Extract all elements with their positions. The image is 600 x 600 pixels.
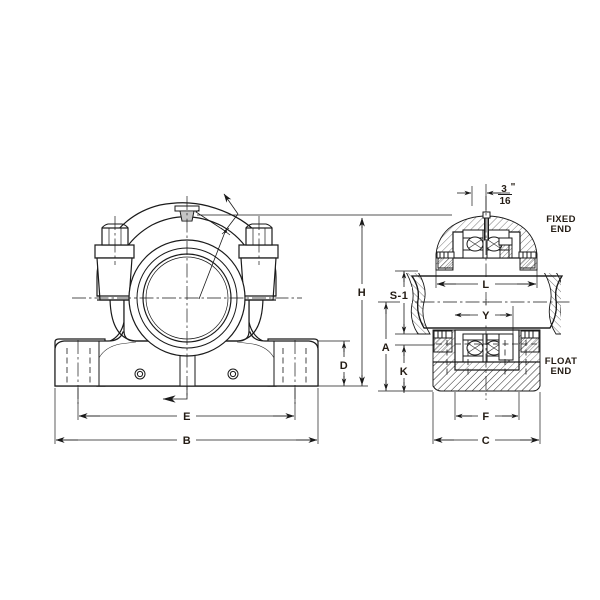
fraction-unit-mark: " <box>511 182 516 193</box>
section-float-hidden-lines <box>436 340 539 378</box>
dim-Y: Y <box>454 306 514 334</box>
dim-B: B <box>54 388 319 448</box>
dim-label-E: E <box>183 411 191 423</box>
section-top-bolt <box>482 211 491 241</box>
float-end-line2: END <box>551 366 572 377</box>
dim-label-C: C <box>482 435 490 447</box>
dim-C: C <box>432 392 541 448</box>
dim-label-A: A <box>382 342 390 354</box>
front-base-bolt-holes <box>134 368 239 380</box>
dim-E: E <box>77 388 296 424</box>
section-fixed-end <box>435 211 538 271</box>
dim-K: K <box>395 344 434 393</box>
dim-label-F: F <box>482 411 489 423</box>
bearing-fixed-right <box>518 251 537 269</box>
dim-S1: S-1 <box>386 270 424 335</box>
dim-label-K: K <box>400 366 408 378</box>
section-direction-arrow <box>162 386 188 403</box>
dim-label-B: B <box>183 435 191 447</box>
section-center-lines <box>398 196 570 400</box>
dim-label-H: H <box>358 287 366 299</box>
bearing-float-left <box>433 330 453 353</box>
roller-bearing-float <box>462 333 514 363</box>
callout-leader-arrow <box>195 193 239 300</box>
annotation-float-end: FLOAT END <box>545 356 577 377</box>
bearing-float-right <box>520 330 540 353</box>
dim-label-S1: S-1 <box>390 290 409 302</box>
fraction-numerator: 3 <box>501 184 507 195</box>
front-elevation-view <box>54 193 319 404</box>
float-end-line1: FLOAT <box>545 356 577 367</box>
dim-A: A <box>378 301 433 392</box>
fixed-end-line1: FIXED <box>546 214 575 225</box>
section-float-end <box>432 329 541 392</box>
cross-section-view <box>398 196 570 400</box>
callout-fraction-3-16: 3 " 16 <box>457 182 516 212</box>
dim-label-Y: Y <box>482 310 490 322</box>
dim-H: H <box>354 217 371 386</box>
dim-L: L <box>435 268 538 292</box>
front-center-lines <box>72 196 302 398</box>
dim-label-D: D <box>340 360 348 372</box>
front-bolt-boss-left <box>94 216 135 301</box>
dim-label-L: L <box>482 279 489 291</box>
bearing-fixed-left <box>436 251 455 269</box>
fraction-denominator: 16 <box>499 196 511 207</box>
dim-F: F <box>454 392 520 424</box>
annotation-fixed-end: FIXED END <box>546 214 575 235</box>
fixed-end-line2: END <box>551 224 572 235</box>
dim-D: D <box>318 340 352 386</box>
